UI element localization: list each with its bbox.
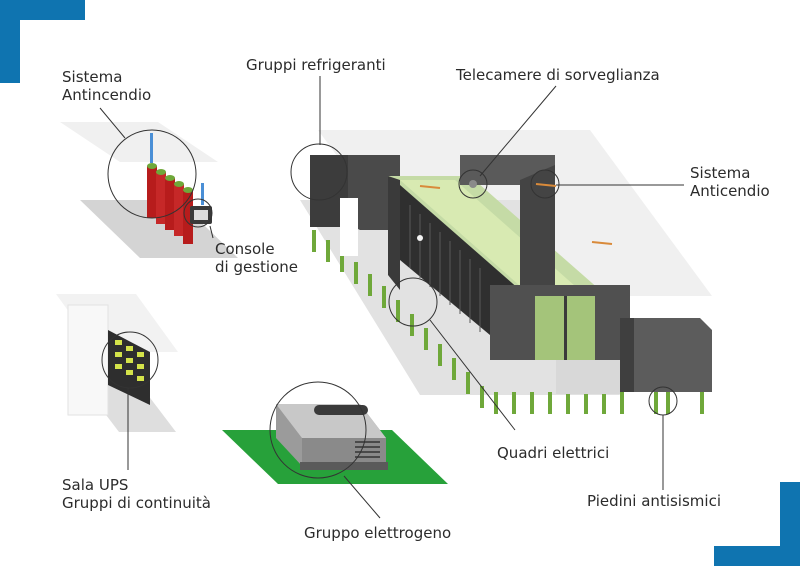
management-console — [190, 206, 212, 224]
top-left-corner-bracket — [0, 0, 85, 83]
label-quadri-elettrici: Quadri elettrici — [497, 444, 610, 462]
leader-lines — [99, 76, 684, 519]
seismic-feet — [312, 230, 704, 414]
label-gruppo-elettrogeno: Gruppo elettrogeno — [304, 524, 452, 542]
label-telecamere-sorveglianza: Telecamere di sorveglianza — [456, 66, 660, 84]
generator-module — [222, 381, 448, 484]
label-piedini-antisismici: Piedini antisismici — [587, 492, 721, 510]
label-sistema-anticendio-right: Sistema Anticendio — [690, 164, 770, 200]
fire-extinguisher-cylinders — [147, 133, 204, 244]
ups-room-module — [56, 294, 178, 432]
label-console-gestione: Console di gestione — [215, 240, 298, 276]
fire-suppression-module — [60, 122, 238, 258]
label-sala-ups: Sala UPS Gruppi di continuità — [62, 476, 211, 512]
bottom-right-corner-bracket — [714, 482, 800, 566]
label-gruppi-refrigeranti: Gruppi refrigeranti — [246, 56, 386, 74]
label-sistema-antincendio-left: Sistema Antincendio — [62, 68, 152, 104]
datacenter-building — [290, 130, 712, 416]
